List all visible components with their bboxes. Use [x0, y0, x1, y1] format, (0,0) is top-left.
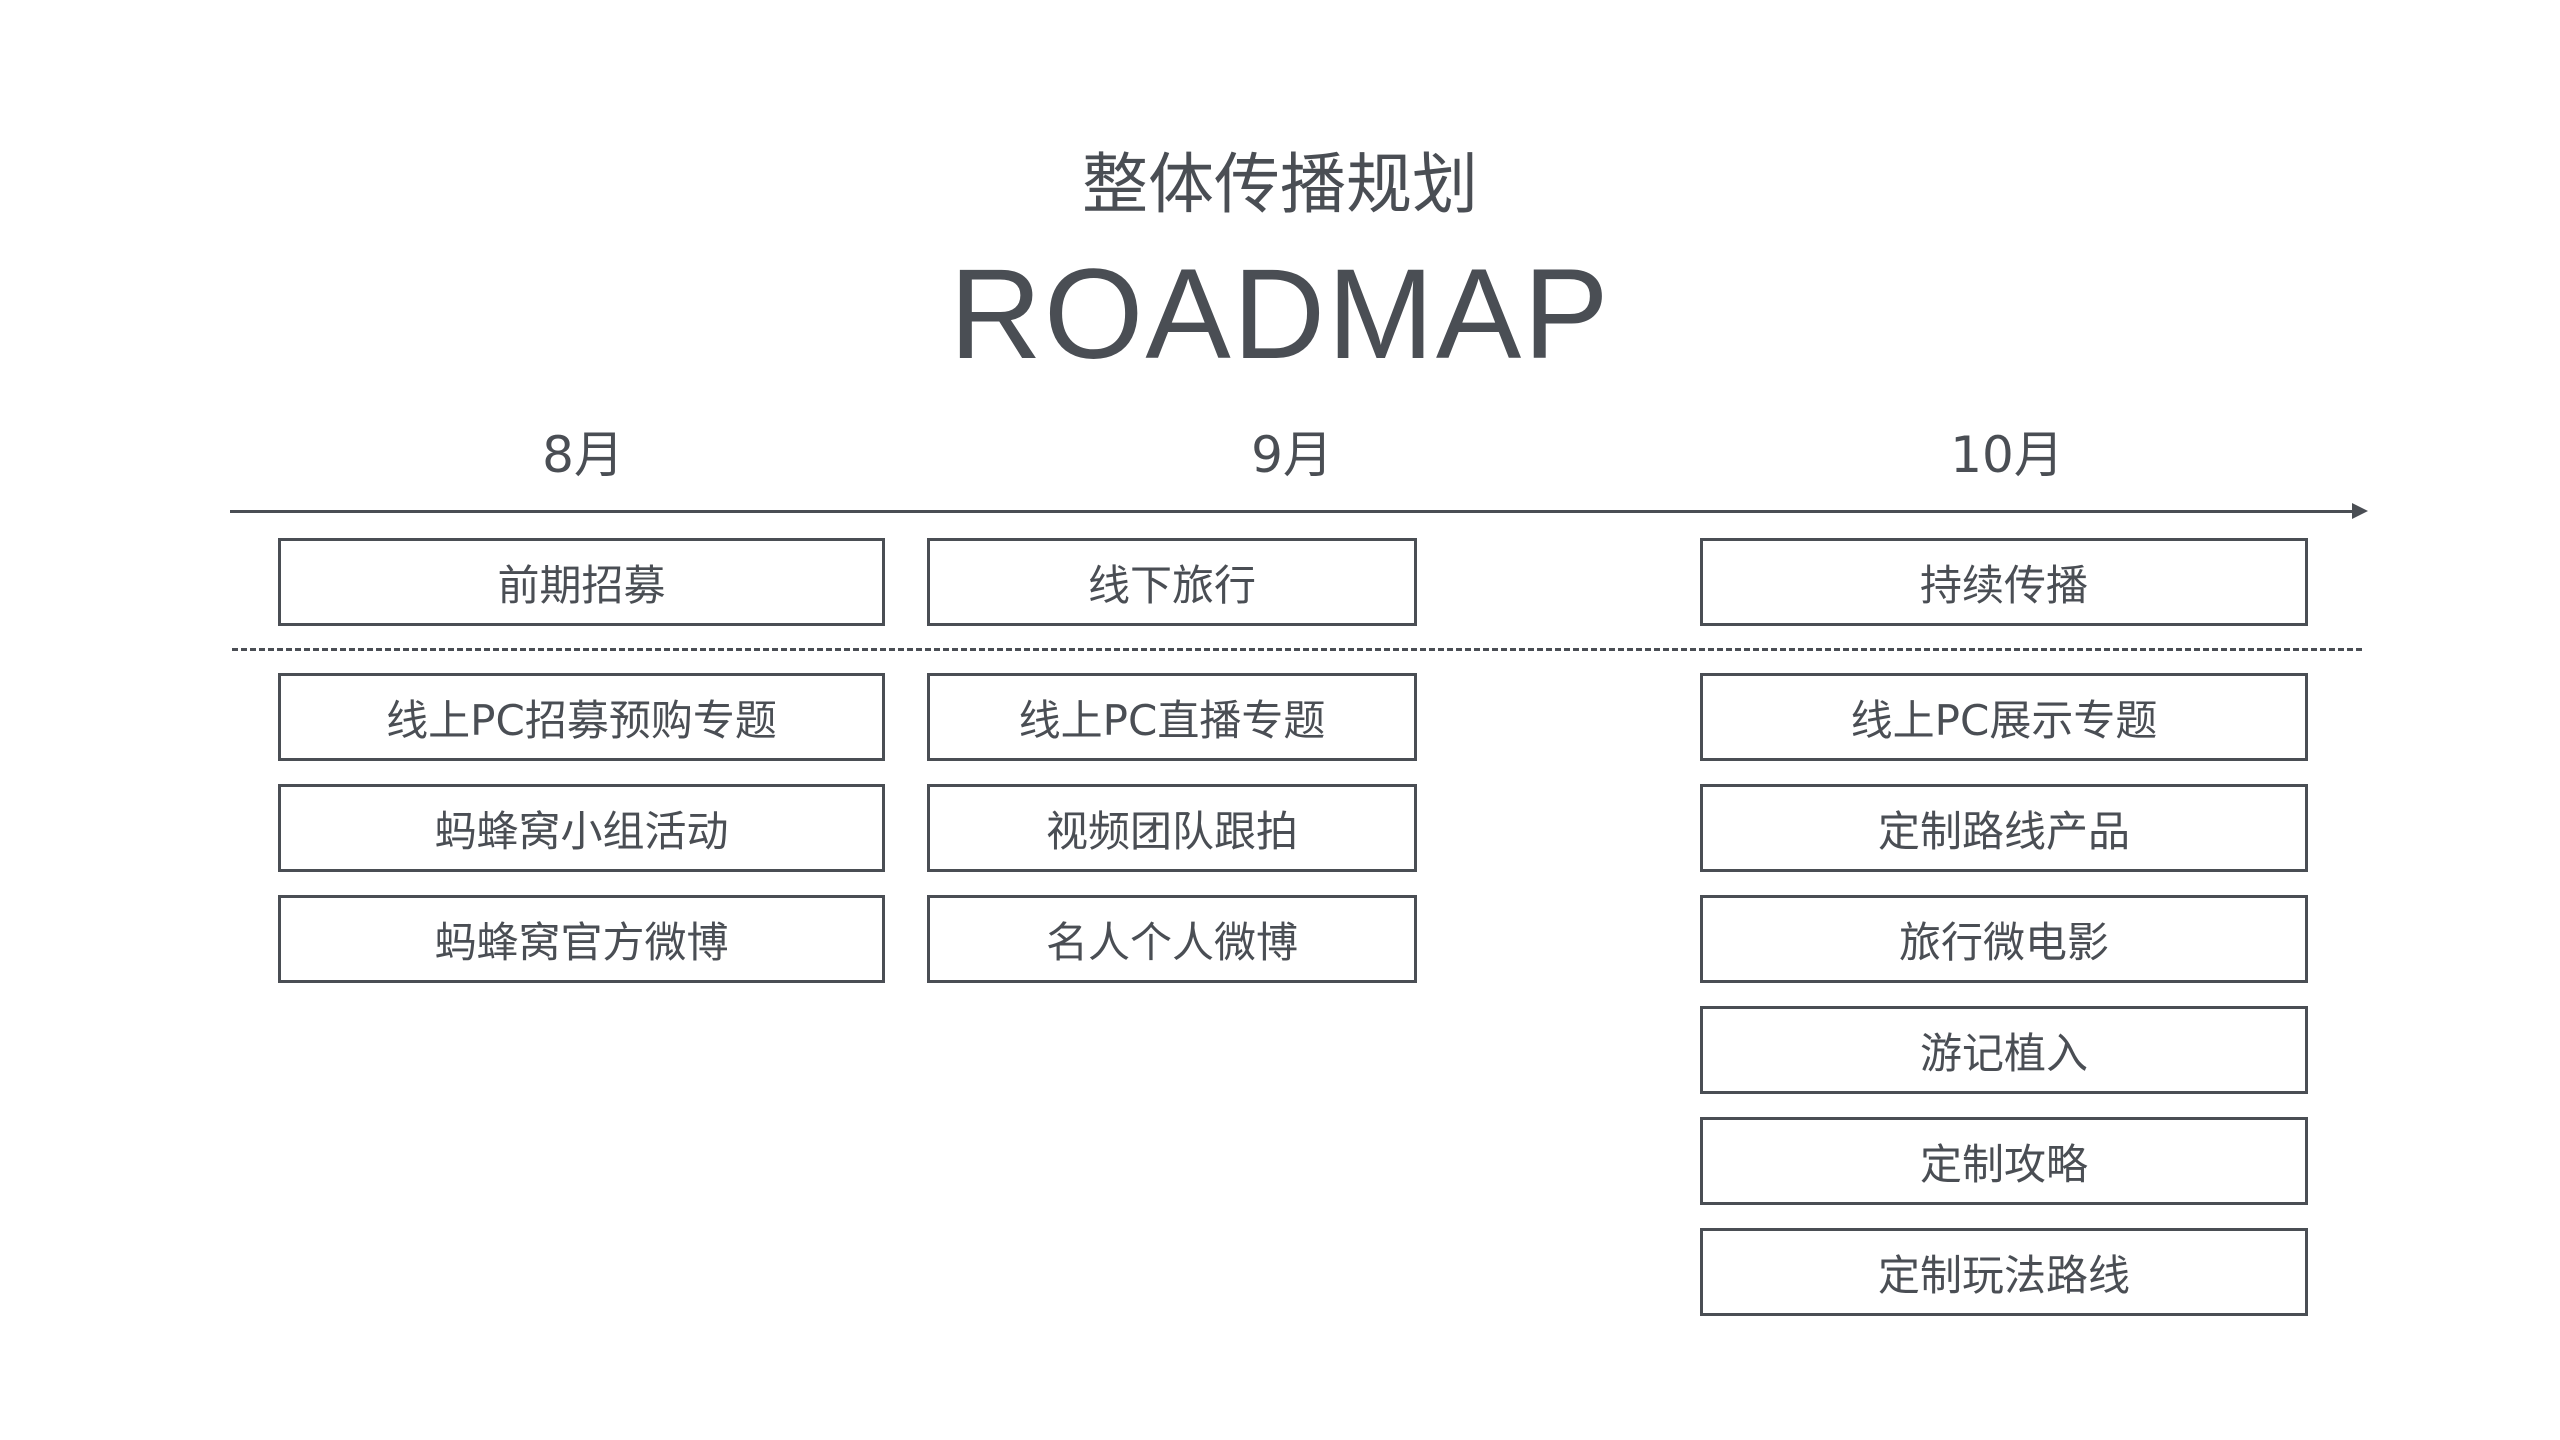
page-subtitle: 整体传播规划 — [1082, 146, 1478, 223]
phase-box-aug: 前期招募 — [278, 538, 885, 626]
task-box: 线上PC直播专题 — [927, 673, 1417, 761]
month-label-oct: 10月 — [1950, 426, 2064, 484]
timeline-arrow-icon — [2352, 503, 2368, 519]
month-label-sep: 9月 — [1251, 426, 1333, 484]
task-box: 定制路线产品 — [1700, 784, 2308, 872]
page-title: ROADMAP — [949, 243, 1611, 386]
task-box: 蚂蜂窝官方微博 — [278, 895, 885, 983]
task-box: 线上PC招募预购专题 — [278, 673, 885, 761]
task-box: 定制玩法路线 — [1700, 1228, 2308, 1316]
task-box: 游记植入 — [1700, 1006, 2308, 1094]
month-label-aug: 8月 — [542, 426, 624, 484]
task-box: 定制攻略 — [1700, 1117, 2308, 1205]
timeline-axis — [230, 510, 2355, 513]
task-box: 旅行微电影 — [1700, 895, 2308, 983]
task-box: 线上PC展示专题 — [1700, 673, 2308, 761]
task-box: 名人个人微博 — [927, 895, 1417, 983]
dashed-divider — [232, 648, 2362, 651]
phase-box-sep: 线下旅行 — [927, 538, 1417, 626]
task-box: 蚂蜂窝小组活动 — [278, 784, 885, 872]
task-box: 视频团队跟拍 — [927, 784, 1417, 872]
phase-box-oct: 持续传播 — [1700, 538, 2308, 626]
